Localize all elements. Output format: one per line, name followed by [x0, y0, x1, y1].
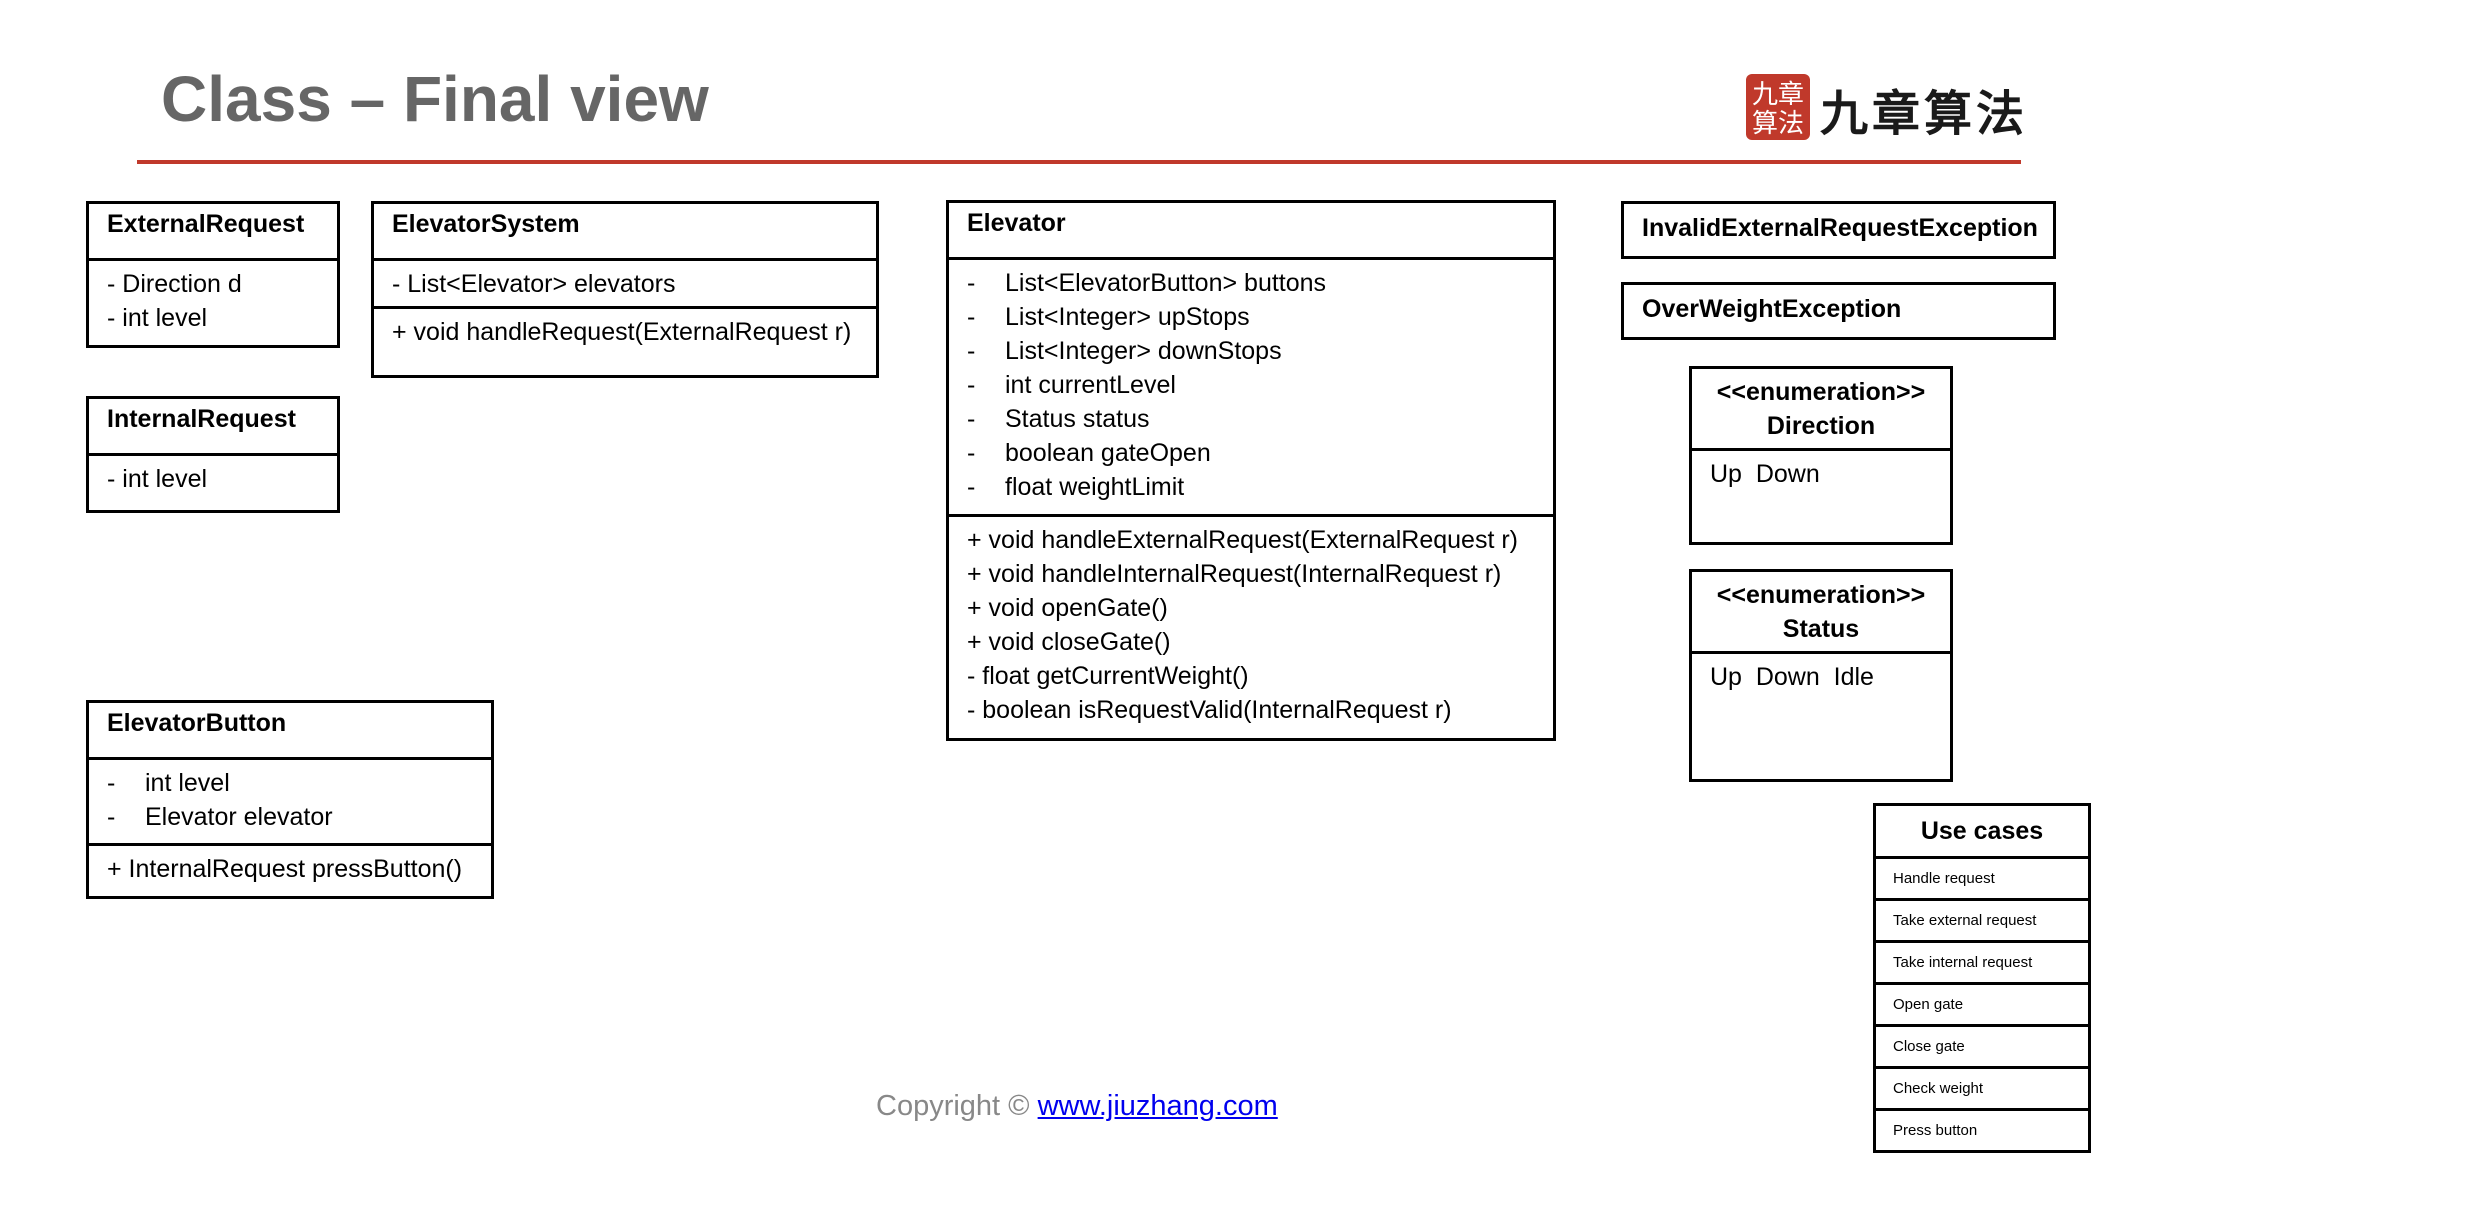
class-name: ElevatorSystem	[392, 210, 580, 238]
use-case-item: Close gate	[1876, 1027, 2088, 1069]
page-title: Class – Final view	[161, 63, 709, 135]
class-name: OverWeightException	[1642, 295, 1902, 323]
class-name: Elevator	[967, 209, 1066, 237]
logo-text: 九章算法	[1820, 86, 2029, 142]
attributes-section: - int level	[89, 453, 337, 502]
stereotype: <<enumeration>>	[1716, 378, 1926, 406]
class-internal-request: InternalRequest - int level	[86, 396, 340, 513]
attributes-section: -int level -Elevator elevator	[89, 757, 491, 843]
footer: Copyright © www.jiuzhang.com	[876, 1090, 1278, 1123]
class-name: InternalRequest	[107, 405, 296, 433]
class-external-request: ExternalRequest - Direction d - int leve…	[86, 201, 340, 348]
enum-values: Up Down Idle	[1692, 651, 1950, 700]
method: + void handleInternalRequest(InternalReq…	[967, 560, 1502, 588]
website-link[interactable]: www.jiuzhang.com	[1037, 1090, 1278, 1122]
class-name: ExternalRequest	[107, 210, 305, 238]
method: + void openGate()	[967, 594, 1168, 622]
method: + void handleRequest(ExternalRequest r)	[392, 318, 852, 346]
method: + InternalRequest pressButton()	[107, 855, 463, 883]
attribute: - int level	[107, 304, 208, 332]
enum-name: Direction	[1766, 412, 1876, 440]
class-elevator-system: ElevatorSystem - List<Elevator> elevator…	[371, 201, 879, 378]
seal-icon: 九章 算法	[1746, 74, 1810, 140]
attribute: -boolean gateOpen	[967, 439, 1211, 467]
jiuzhang-logo: 九章 算法 九章算法	[1742, 70, 2028, 144]
attribute: -List<Integer> upStops	[967, 303, 1250, 331]
methods-section: + void handleRequest(ExternalRequest r)	[374, 306, 876, 355]
class-name: ElevatorButton	[107, 709, 287, 737]
title-divider	[137, 160, 2021, 164]
svg-text:算法: 算法	[1752, 109, 1804, 139]
use-case-item: Handle request	[1876, 859, 2088, 901]
method: + void handleExternalRequest(ExternalReq…	[967, 526, 1519, 554]
methods-section: + void handleExternalRequest(ExternalReq…	[949, 514, 1553, 733]
attribute: -int level	[107, 769, 230, 797]
enum-header: <<enumeration>> Direction	[1692, 369, 1950, 448]
enum-status: <<enumeration>> Status Up Down Idle	[1689, 569, 1953, 782]
attribute: -List<Integer> downStops	[967, 337, 1282, 365]
methods-section: + InternalRequest pressButton()	[89, 843, 491, 892]
use-case-item: Open gate	[1876, 985, 2088, 1027]
use-case-item: Check weight	[1876, 1069, 2088, 1111]
use-cases-table: Use cases Handle request Take external r…	[1873, 803, 2091, 1153]
use-cases-title: Use cases	[1876, 806, 2088, 859]
attribute: -List<ElevatorButton> buttons	[967, 269, 1327, 297]
enum-value: Up Down Idle	[1710, 663, 1874, 691]
attribute: -Status status	[967, 405, 1150, 433]
attribute: - List<Elevator> elevators	[392, 270, 676, 298]
attribute: - int level	[107, 465, 208, 493]
enum-values: Up Down	[1692, 448, 1950, 497]
use-case-item: Take internal request	[1876, 943, 2088, 985]
attribute: -float weightLimit	[967, 473, 1185, 501]
use-case-item: Take external request	[1876, 901, 2088, 943]
attributes-section: -List<ElevatorButton> buttons -List<Inte…	[949, 257, 1553, 514]
enum-direction: <<enumeration>> Direction Up Down	[1689, 366, 1953, 545]
method: + void closeGate()	[967, 628, 1171, 656]
use-case-item: Press button	[1876, 1111, 2088, 1153]
enum-name: Status	[1782, 615, 1860, 643]
attribute: -int currentLevel	[967, 371, 1176, 399]
stereotype: <<enumeration>>	[1716, 581, 1926, 609]
enum-header: <<enumeration>> Status	[1692, 572, 1950, 651]
class-overweight-exception: OverWeightException	[1621, 282, 2056, 340]
attribute: -Elevator elevator	[107, 803, 333, 831]
class-elevator: Elevator -List<ElevatorButton> buttons -…	[946, 200, 1556, 741]
method: - float getCurrentWeight()	[967, 662, 1249, 690]
class-name: InvalidExternalRequestException	[1642, 214, 2038, 242]
attribute: - Direction d	[107, 270, 242, 298]
svg-text:九章: 九章	[1752, 80, 1804, 110]
class-elevator-button: ElevatorButton -int level -Elevator elev…	[86, 700, 494, 899]
attributes-section: - Direction d - int level	[89, 258, 337, 341]
copyright-text: Copyright ©	[876, 1090, 1038, 1122]
class-invalid-external-request-exception: InvalidExternalRequestException	[1621, 201, 2056, 259]
enum-value: Up Down	[1710, 460, 1820, 488]
attributes-section: - List<Elevator> elevators	[374, 258, 876, 306]
method: - boolean isRequestValid(InternalRequest…	[967, 696, 1452, 724]
